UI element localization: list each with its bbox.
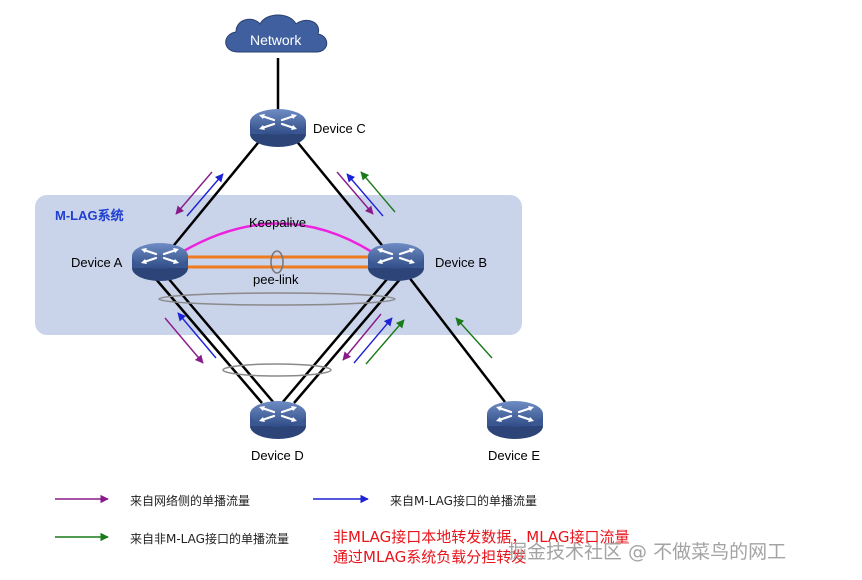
link-b-d	[281, 277, 402, 404]
flow-arrows-b-d	[342, 313, 405, 365]
link-c-a	[169, 137, 263, 251]
keepalive-link	[181, 222, 373, 254]
legend-non-mlag-flow: 来自非M-LAG接口的单播流量	[130, 532, 289, 546]
device-a-icon	[130, 241, 190, 283]
device-a-label: Device A	[71, 255, 123, 270]
network-cloud-label: Network	[250, 32, 302, 48]
flow-arrow-e-b	[455, 317, 493, 359]
watermark: 掘金技术社区 @ 不做菜鸟的网工	[508, 541, 787, 563]
link-c-b	[293, 137, 387, 251]
mlag-system-title: M-LAG系统	[55, 208, 124, 223]
network-cloud-icon	[225, 14, 328, 53]
flow-arrows-c-a	[175, 171, 224, 217]
flow-arrows-c-b	[336, 171, 396, 217]
legend-mlag-flow: 来自M-LAG接口的单播流量	[390, 494, 537, 508]
device-e-label: Device E	[488, 448, 541, 463]
link-a-d	[154, 277, 275, 404]
device-c-icon	[248, 107, 308, 149]
mlag-aggregation-ellipse	[158, 292, 396, 306]
mlag-system-region	[35, 195, 522, 335]
device-b-icon	[366, 241, 426, 283]
legend-network-flow: 来自网络侧的单播流量	[130, 494, 251, 508]
device-d-icon	[248, 399, 308, 441]
device-d-aggregation-ellipse	[222, 363, 332, 377]
note-line-2: 通过MLAG系统负载分担转发	[333, 548, 527, 566]
device-e-icon	[485, 399, 545, 441]
note-line-1: 非MLAG接口本地转发数据，MLAG接口流量	[333, 528, 630, 546]
peer-link	[182, 250, 372, 274]
keepalive-label: Keepalive	[249, 215, 307, 230]
device-c-label: Device C	[313, 121, 366, 136]
device-b-label: Device B	[435, 255, 488, 270]
device-d-label: Device D	[251, 448, 304, 463]
link-b-e	[404, 271, 506, 403]
peer-link-label: pee-link	[253, 272, 299, 287]
flow-arrows-a-d	[164, 312, 217, 364]
